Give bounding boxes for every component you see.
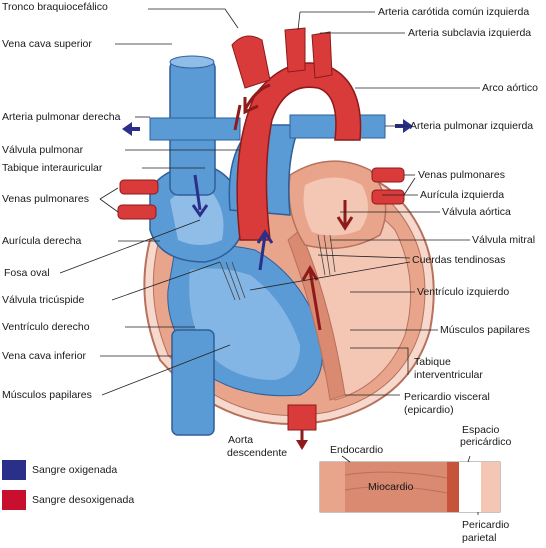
label-tabique-interauricular: Tabique interauricular: [2, 162, 103, 174]
label-pericardio-visceral-1: Pericardio visceral: [404, 391, 490, 403]
label-valvula-tricuspide: Válvula tricúspide: [2, 294, 85, 306]
pulmonary-veins-right-top: [371, 167, 405, 183]
label-tabique-2: interventricular: [414, 369, 483, 381]
legend-oxigenada: Sangre oxigenada: [32, 464, 118, 476]
label-arteria-pulmonar-izquierda: Arteria pulmonar izquierda: [410, 120, 534, 132]
label-fosa-oval: Fosa oval: [4, 267, 50, 279]
legend-desoxigenada: Sangre desoxigenada: [32, 494, 135, 506]
blood-flow-arrows: [191, 83, 354, 331]
label-valvula-mitral: Válvula mitral: [472, 234, 536, 246]
legend-swatch-deoxygenated: [2, 490, 26, 510]
label-pericardio-parietal-2: parietal: [462, 532, 497, 544]
label-cuerdas-tendinosas: Cuerdas tendinosas: [412, 254, 506, 266]
label-vena-cava-inferior: Vena cava inferior: [2, 350, 87, 362]
label-tronco-braquiocefalico: Tronco braquiocefálico: [2, 1, 108, 13]
brachiocephalic-trunk: [231, 35, 271, 89]
left-common-carotid: [284, 27, 306, 73]
label-ventriculo-izquierdo: Ventrículo izquierdo: [417, 286, 510, 298]
label-vena-cava-superior: Vena cava superior: [2, 38, 92, 50]
right-pulmonary-artery: [149, 117, 241, 141]
label-aorta-2: descendente: [227, 447, 288, 459]
legend-swatch-oxygenated: [2, 460, 26, 480]
pulmonary-veins-left-top: [119, 179, 159, 195]
heart-wall-inset: [319, 461, 501, 513]
label-tabique-1: Tabique: [414, 356, 451, 368]
label-endocardio: Endocardio: [330, 444, 384, 456]
left-subclavian: [311, 31, 333, 79]
label-miocardio: Miocardio: [368, 481, 414, 493]
label-espacio-1: Espacio: [462, 424, 500, 436]
label-venas-pulmonares-izq: Venas pulmonares: [2, 193, 89, 205]
label-pericardio-parietal-1: Pericardio: [462, 519, 510, 531]
label-aorta-1: Aorta: [228, 434, 254, 446]
label-musculos-papilares-der: Músculos papilares: [2, 389, 92, 401]
label-venas-pulmonares-der: Venas pulmonares: [418, 169, 505, 181]
pulmonary-veins-left-bottom: [117, 204, 157, 220]
label-auricula-izquierda: Aurícula izquierda: [420, 189, 505, 201]
inferior-vena-cava: [171, 329, 215, 436]
label-pericardio-visceral-2: (epicardio): [404, 404, 454, 416]
label-auricula-derecha: Aurícula derecha: [2, 235, 82, 247]
pulmonary-veins-right-bottom: [371, 189, 405, 205]
label-ventriculo-derecho: Ventrículo derecho: [2, 321, 90, 333]
leader-lines: [59, 8, 480, 515]
label-arteria-carotida: Arteria carótida común izquierda: [378, 6, 530, 18]
label-valvula-pulmonar: Válvula pulmonar: [2, 144, 84, 156]
label-arteria-pulmonar-derecha: Arteria pulmonar derecha: [2, 111, 121, 123]
label-arco-aortico: Arco aórtico: [482, 82, 539, 94]
descending-aorta: [287, 404, 317, 431]
label-valvula-aortica: Válvula aórtica: [442, 206, 511, 218]
label-arteria-subclavia: Arteria subclavia izquierda: [408, 27, 532, 39]
label-espacio-2: pericárdico: [460, 436, 512, 448]
label-musculos-papilares-izq: Músculos papilares: [440, 324, 530, 336]
